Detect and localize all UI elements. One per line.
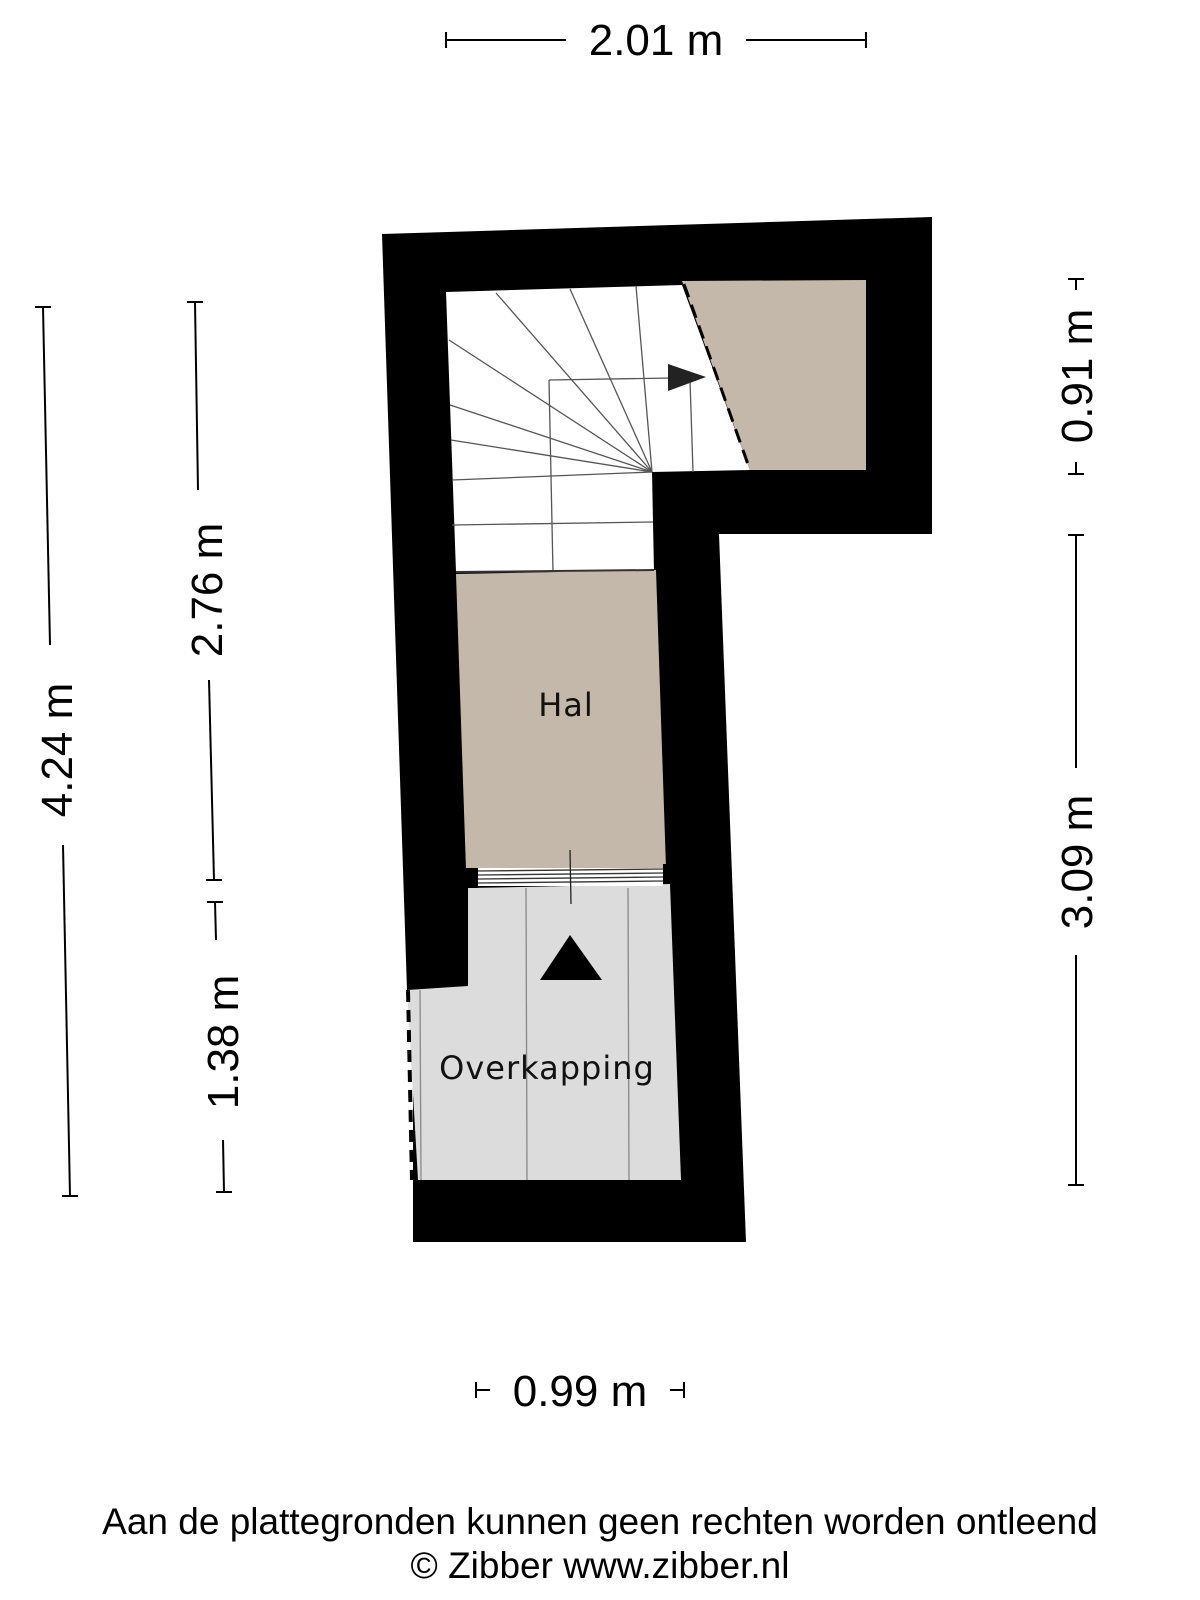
hall-floor	[456, 570, 666, 870]
door-threshold	[464, 849, 673, 905]
stair-lines	[448, 285, 694, 573]
disclaimer-text: Aan de plattegronden kunnen geen rechten…	[102, 1501, 1098, 1542]
room-label-hall: Hal	[538, 686, 594, 724]
storage-floor	[682, 280, 866, 470]
copyright-text: © Zibber www.zibber.nl	[410, 1545, 790, 1586]
stair-area	[446, 285, 750, 572]
room-label-canopy: Overkapping	[439, 1049, 655, 1087]
dim-bottom-width: 0.99 m	[513, 1367, 648, 1416]
canopy-floor	[407, 884, 681, 1180]
canopy-open-side	[406, 989, 414, 1181]
dim-total-height: 4.24 m	[33, 683, 82, 818]
dim-upper-height: 2.76 m	[183, 523, 232, 658]
canopy-planks	[419, 887, 630, 1181]
dim-lower-height: 1.38 m	[199, 975, 248, 1110]
entrance-triangle-icon	[540, 935, 602, 980]
dim-right-small: 0.91 m	[1053, 309, 1102, 444]
dim-right-large: 3.09 m	[1053, 795, 1102, 930]
stair-arrow-icon	[668, 364, 706, 391]
storage-dashed-boundary	[682, 283, 752, 471]
dim-top-width: 2.01 m	[589, 16, 724, 65]
